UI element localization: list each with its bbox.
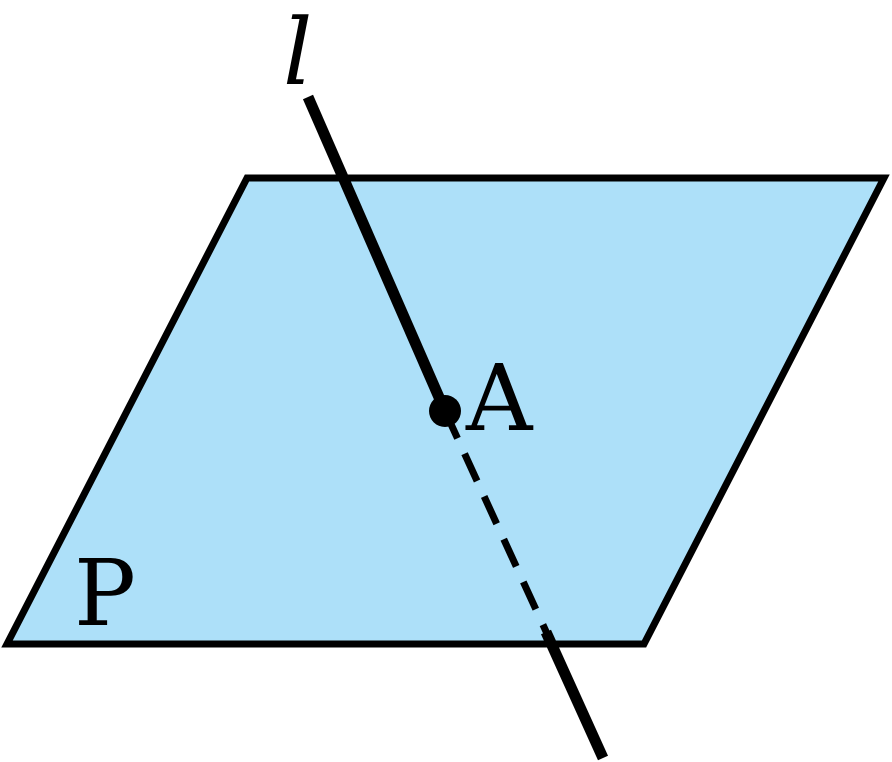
line-l-hidden-segment: [441, 409, 553, 640]
point-label: A: [465, 345, 534, 452]
point-a-dot: [429, 395, 461, 427]
line-l-lower-segment: [540, 629, 609, 761]
line-l-upper-segment: [302, 94, 451, 414]
plane-label: P: [74, 540, 136, 647]
line-label: l: [283, 0, 312, 106]
